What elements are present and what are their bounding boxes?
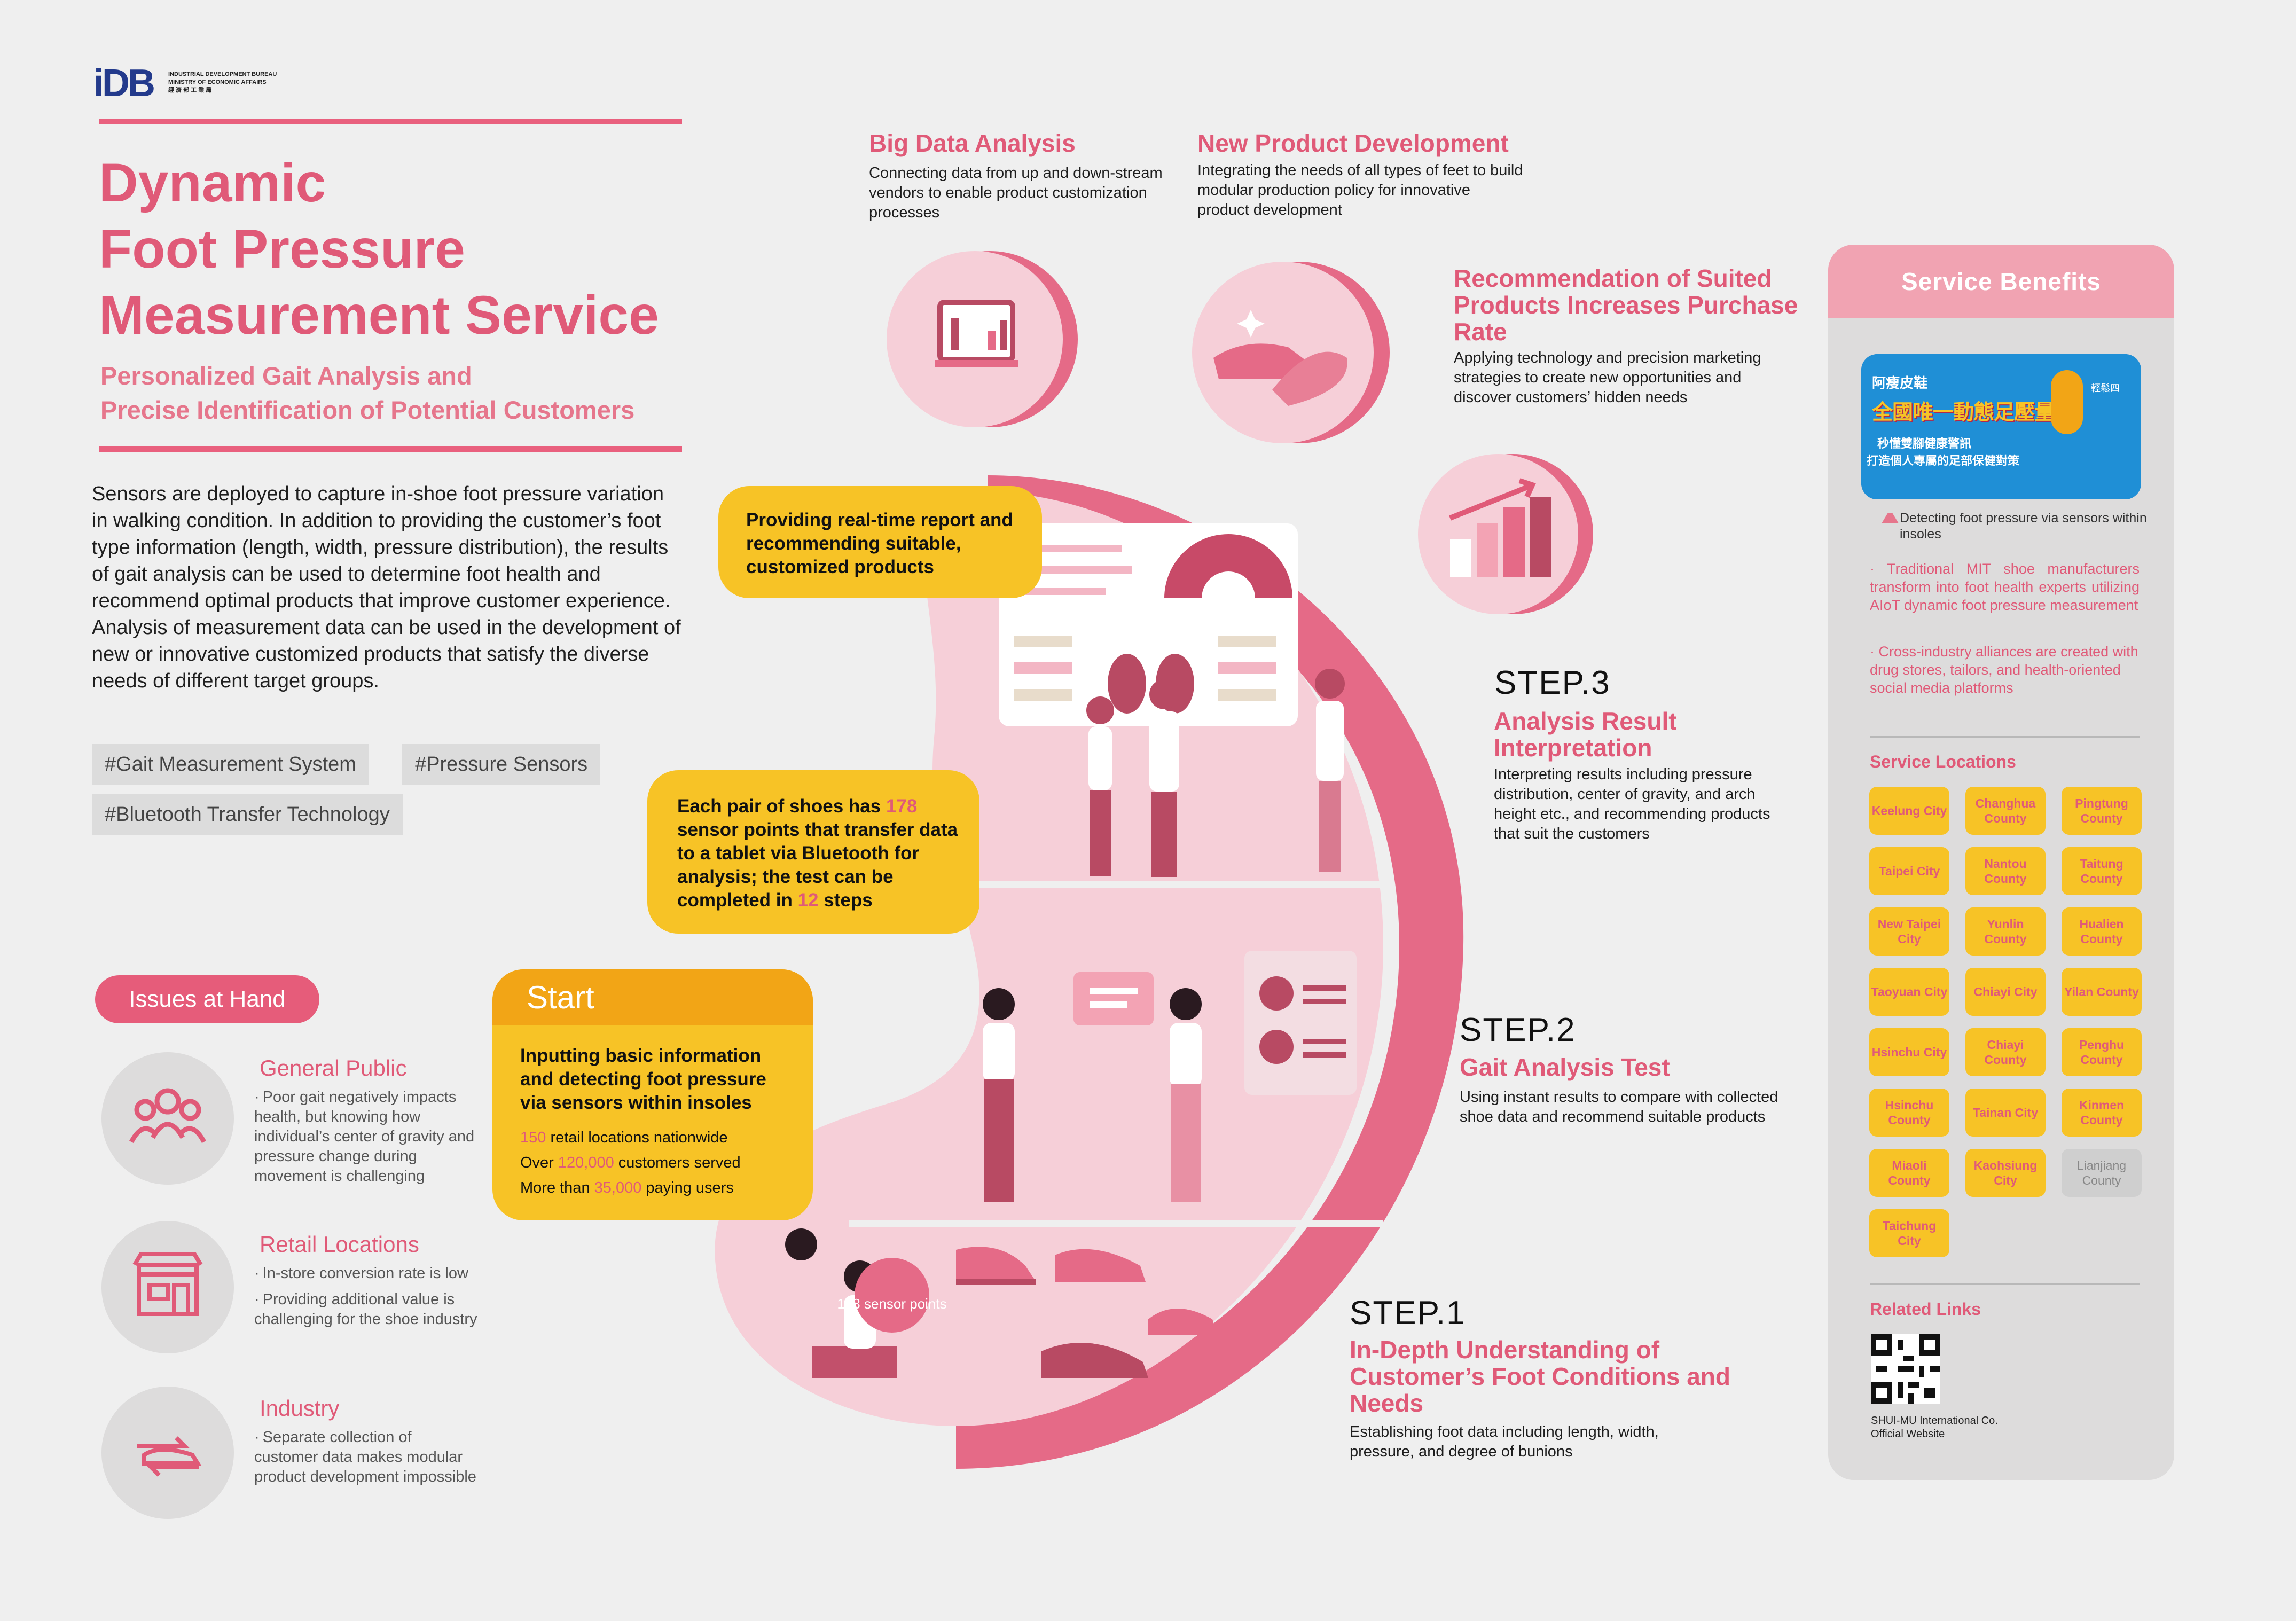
storefront-icon bbox=[101, 1221, 234, 1353]
feature-text-big-data: Connecting data from up and down-stream … bbox=[869, 165, 1163, 221]
promo-tag: 輕鬆四 bbox=[2091, 383, 2120, 394]
feature-title-recommendation: Recommendation of Suited Products Increa… bbox=[1454, 264, 1798, 346]
bureau-name: INDUSTRIAL DEVELOPMENT BUREAU MINISTRY O… bbox=[168, 71, 277, 93]
step2-text: Using instant results to compare with co… bbox=[1460, 1089, 1778, 1125]
location-hsinchu-county: Hsinchu County bbox=[1869, 1089, 1949, 1137]
location-kaohsiung: Kaohsiung City bbox=[1965, 1149, 2046, 1197]
footprint-icon bbox=[2051, 370, 2083, 434]
issue-text-general-public: Poor gait negatively impacts health, but… bbox=[254, 1087, 479, 1186]
service-benefits-panel: Service Benefits 阿瘦皮鞋 全國唯一動態足壓量測 秒懂雙腳健康警… bbox=[1828, 245, 2174, 1480]
feature-text-recommendation: Applying technology and precision market… bbox=[1454, 349, 1761, 406]
location-taichung: Taichung City bbox=[1869, 1209, 1949, 1257]
website-link[interactable]: SHUI-MU International Co. Official Websi… bbox=[1871, 1415, 1998, 1440]
start-label: Start bbox=[527, 980, 594, 1015]
step3-text: Interpreting results including pressure … bbox=[1494, 766, 1770, 842]
location-taipei: Taipei City bbox=[1869, 847, 1949, 895]
promo-line1: 秒懂雙腳健康警訊 bbox=[1877, 437, 1972, 450]
intro-paragraph: Sensors are deployed to capture in-shoe … bbox=[92, 483, 681, 692]
shoe-insole-icon bbox=[1192, 262, 1374, 443]
laptop-chart-icon bbox=[887, 251, 1063, 427]
tag-sensors: #Pressure Sensors bbox=[402, 744, 601, 785]
location-miaoli: Miaoli County bbox=[1869, 1149, 1949, 1197]
qr-code-icon[interactable] bbox=[1871, 1334, 1940, 1404]
start-stats: 150 retail locations nationwide Over 120… bbox=[520, 1129, 741, 1196]
location-pingtung: Pingtung County bbox=[2062, 787, 2142, 835]
issues-heading: Issues at Hand bbox=[95, 975, 319, 1023]
title-rule-top bbox=[99, 119, 682, 124]
promo-line2: 打造個人專屬的足部保健對策 bbox=[1867, 454, 2020, 467]
idb-logo: iDB INDUSTRIAL DEVELOPMENT BUREAU MINIST… bbox=[93, 62, 277, 105]
promo-brand: 阿瘦皮鞋 bbox=[1872, 375, 1928, 391]
issue-text-industry: Separate collection of customer data mak… bbox=[254, 1428, 479, 1487]
location-new-taipei: New Taipei City bbox=[1869, 907, 1949, 956]
step3-label: STEP.3 bbox=[1494, 664, 1611, 701]
promo-image: 阿瘦皮鞋 全國唯一動態足壓量測 秒懂雙腳健康警訊 打造個人專屬的足部保健對策 輕… bbox=[1861, 354, 2141, 499]
sensor-badge-text: 178 sensor points bbox=[837, 1296, 946, 1312]
location-tainan: Tainan City bbox=[1965, 1089, 2046, 1137]
tag-bluetooth: #Bluetooth Transfer Technology bbox=[92, 794, 403, 835]
process-illustration: 178 sensor points bbox=[715, 475, 1464, 1469]
feature-title-big-data: Big Data Analysis bbox=[869, 129, 1076, 157]
location-chiayi-county: Chiayi County bbox=[1965, 1028, 2046, 1076]
sensor-bubble-text: Each pair of shoes has 178 sensor points… bbox=[677, 796, 958, 911]
location-chiayi-city: Chiayi City bbox=[1965, 968, 2046, 1016]
start-bubble-header bbox=[492, 969, 813, 1025]
page-title-line: Foot Pressure bbox=[99, 218, 465, 279]
start-heading: Inputting basic information and detectin… bbox=[520, 1045, 766, 1113]
locations-heading: Service Locations bbox=[1870, 752, 2016, 771]
panel-divider-2 bbox=[1870, 1283, 2140, 1285]
page-subtitle-line: Personalized Gait Analysis and bbox=[100, 362, 472, 390]
location-hualien: Hualien County bbox=[2062, 907, 2142, 956]
step1-text: Establishing foot data including length,… bbox=[1350, 1423, 1659, 1460]
step2-label: STEP.2 bbox=[1460, 1012, 1576, 1048]
promo-headline: 全國唯一動態足壓量測 bbox=[1872, 401, 2075, 424]
location-nantou: Nantou County bbox=[1965, 847, 2046, 895]
location-taitung: Taitung County bbox=[2062, 847, 2142, 895]
location-yilan: Yilan County bbox=[2062, 968, 2142, 1016]
location-hsinchu-city: Hsinchu City bbox=[1869, 1028, 1949, 1076]
location-keelung: Keelung City bbox=[1869, 787, 1949, 835]
caption-triangle-icon bbox=[1882, 513, 1899, 523]
links-heading: Related Links bbox=[1870, 1299, 1981, 1319]
location-yunlin: Yunlin County bbox=[1965, 907, 2046, 956]
tag-gait: #Gait Measurement System bbox=[92, 744, 369, 785]
location-changhua: Changhua County bbox=[1965, 787, 2046, 835]
people-icon bbox=[101, 1052, 234, 1185]
page-subtitle-line: Precise Identification of Potential Cust… bbox=[100, 396, 635, 424]
step3-title: Analysis Result Interpretation bbox=[1494, 707, 1677, 762]
benefit-point-2: · Cross-industry alliances are created w… bbox=[1870, 644, 2138, 696]
feature-text-new-product: Integrating the needs of all types of fe… bbox=[1197, 162, 1523, 218]
page-title-line: Dynamic bbox=[99, 152, 326, 213]
idb-logo-mark: iDB bbox=[93, 62, 155, 105]
location-penghu: Penghu County bbox=[2062, 1028, 2142, 1076]
location-kinmen: Kinmen County bbox=[2062, 1089, 2142, 1137]
sensor-bubble: Each pair of shoes has 178 sensor points… bbox=[647, 770, 979, 934]
location-taoyuan: Taoyuan City bbox=[1869, 968, 1949, 1016]
location-lianjiang: Lianjiang County bbox=[2062, 1149, 2142, 1197]
benefit-point-1: · Traditional MIT shoe manufacturers tra… bbox=[1870, 561, 2140, 613]
step1-label: STEP.1 bbox=[1350, 1295, 1466, 1332]
start-bubble: Start Inputting basic information and de… bbox=[492, 969, 813, 1220]
report-bubble: Providing real-time report and recommend… bbox=[718, 486, 1042, 598]
growth-chart-icon bbox=[1418, 454, 1578, 614]
panel-divider-1 bbox=[1870, 736, 2140, 738]
promo-caption: Detecting foot pressure via sensors with… bbox=[1900, 511, 2147, 542]
issue-title-general-public: General Public bbox=[260, 1055, 407, 1080]
step2-title: Gait Analysis Test bbox=[1460, 1053, 1670, 1081]
page-title-line: Measurement Service bbox=[99, 285, 659, 346]
panel-heading: Service Benefits bbox=[1828, 245, 2174, 318]
issue-title-industry: Industry bbox=[260, 1396, 340, 1421]
issue-title-retail: Retail Locations bbox=[260, 1232, 419, 1257]
issue-text-retail: In-store conversion rate is low Providin… bbox=[254, 1264, 479, 1329]
feature-title-new-product: New Product Development bbox=[1197, 129, 1509, 157]
shoe-exchange-icon bbox=[101, 1387, 234, 1519]
step1-title: In-Depth Understanding of Customer’s Foo… bbox=[1350, 1336, 1730, 1417]
title-rule-bottom bbox=[99, 446, 682, 452]
